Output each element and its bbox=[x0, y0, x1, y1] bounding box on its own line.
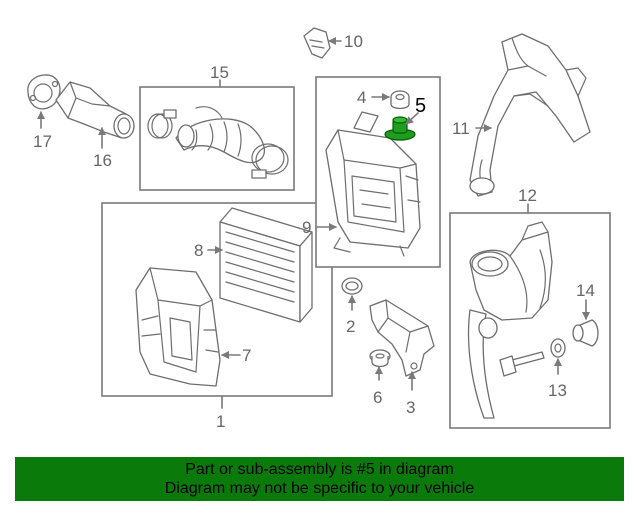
air-filter-element[interactable] bbox=[219, 207, 313, 323]
callout-2: 2 bbox=[346, 317, 355, 336]
grommet[interactable] bbox=[390, 90, 410, 110]
seal-ring[interactable] bbox=[341, 277, 363, 295]
callout-4: 4 bbox=[357, 88, 366, 107]
plug[interactable] bbox=[572, 319, 599, 347]
small-grommet[interactable] bbox=[369, 349, 391, 368]
callout-3: 3 bbox=[406, 398, 415, 417]
callout-6: 6 bbox=[373, 388, 382, 407]
bracket[interactable] bbox=[369, 299, 435, 377]
callout-11: 11 bbox=[452, 119, 470, 138]
callout-1: 1 bbox=[216, 412, 225, 431]
bolt[interactable] bbox=[499, 338, 566, 377]
highlighted-part-5[interactable] bbox=[384, 116, 416, 141]
callout-16: 16 bbox=[93, 151, 112, 170]
gasket[interactable] bbox=[27, 74, 61, 110]
assembly-box-15 bbox=[139, 86, 295, 191]
callout-15: 15 bbox=[210, 63, 229, 82]
inlet-adapter[interactable] bbox=[55, 81, 135, 139]
callout-9: 9 bbox=[302, 218, 311, 237]
callout-5: 5 bbox=[415, 95, 426, 117]
callout-12: 12 bbox=[518, 186, 537, 205]
intake-tube[interactable] bbox=[175, 106, 265, 164]
leader-lines bbox=[37, 37, 590, 409]
callout-13: 13 bbox=[548, 381, 567, 400]
callout-numbers: 10 15 17 16 4 5 11 9 8 12 7 2 6 3 13 14 … bbox=[33, 32, 595, 431]
clamp-right[interactable] bbox=[251, 143, 289, 179]
lower-housing[interactable] bbox=[135, 267, 221, 387]
sensor[interactable] bbox=[303, 27, 331, 59]
clamp-left[interactable] bbox=[147, 109, 177, 139]
upper-housing-group bbox=[315, 76, 441, 268]
callout-17: 17 bbox=[33, 132, 52, 151]
banner-line-2: Diagram may not be specific to your vehi… bbox=[164, 480, 475, 497]
banner-line-1: Part or sub-assembly is #5 in diagram bbox=[185, 461, 454, 478]
callout-8: 8 bbox=[194, 241, 203, 260]
callout-7: 7 bbox=[242, 346, 251, 365]
resonator-group bbox=[449, 212, 611, 429]
upper-housing[interactable] bbox=[325, 111, 421, 257]
air-duct[interactable] bbox=[469, 33, 591, 197]
resonator-chamber[interactable] bbox=[467, 221, 553, 419]
callout-14: 14 bbox=[576, 281, 595, 300]
intake-tube-group bbox=[139, 86, 295, 191]
air-cleaner-assembly-group bbox=[101, 202, 333, 397]
info-banner: Part or sub-assembly is #5 in diagram Di… bbox=[15, 457, 624, 501]
callout-10: 10 bbox=[344, 32, 363, 51]
